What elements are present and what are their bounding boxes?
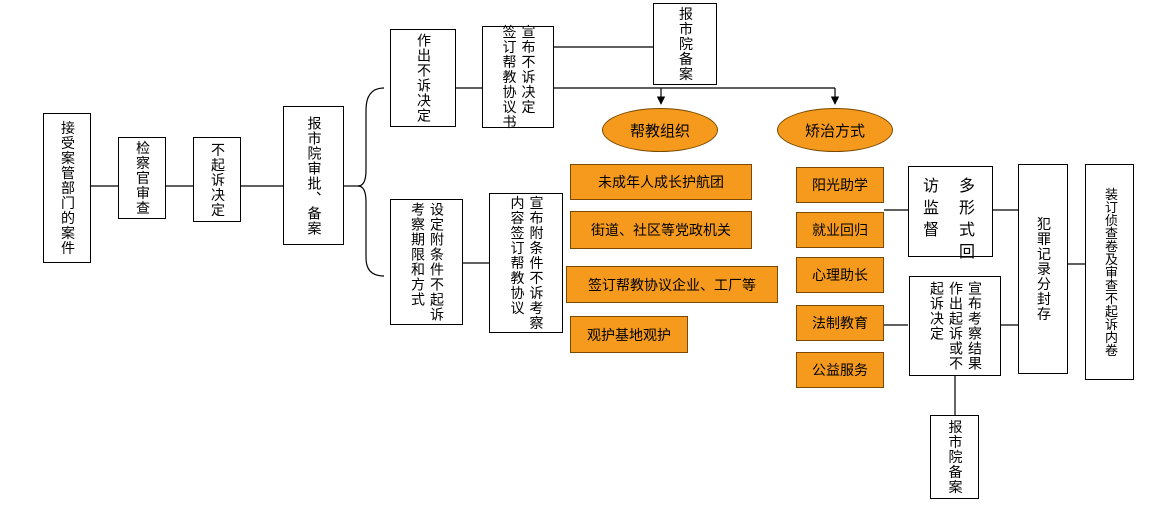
announce-content-box: 宣布附条件不诉考察 内容签订帮教协议 [489, 193, 563, 333]
receive-case-line-1: 接受案管部门的案件 [59, 120, 75, 256]
decision-no-prosecution-text: 作出不诉决定 [415, 33, 431, 123]
announce-result-line-2: 作出起诉或不 [947, 281, 963, 371]
announce-sign-box: 宣布不诉决定 签订帮教协议书 [482, 25, 554, 130]
supervision-col-1: 访监督 [923, 176, 940, 239]
help-org-item-1: 未成年人成长护航团 [570, 164, 752, 200]
report-city-bottom-line-1: 报市院备案 [946, 419, 963, 495]
prosecutor-review-line-1: 检察官审查 [134, 140, 150, 216]
announce-sign-text: 宣布不诉决定 签订帮教协议书 [501, 25, 536, 130]
criminal-record-text: 犯罪记录分封存 [1035, 217, 1051, 322]
report-city-top-box: 报市院备案 [653, 3, 717, 85]
prosecutor-review-box: 检察官审查 [118, 137, 166, 219]
bind-files-box: 装订侦查卷及审查不起诉内卷 [1085, 164, 1134, 380]
announce-sign-line-1: 宣布不诉决定 [519, 24, 536, 115]
help-org-item-4: 观护基地观护 [570, 316, 688, 353]
prosecutor-review-text: 检察官审查 [134, 141, 150, 216]
city-approval-box: 报市院审批、备案 [283, 106, 344, 245]
bind-files-text: 装订侦查卷及审查不起诉内卷 [1102, 188, 1117, 357]
decision-no-prosecution-box: 作出不诉决定 [390, 29, 456, 127]
conditional-period-box: 设定附条件不起诉 考察期限和方式 [390, 199, 463, 325]
announce-content-line-2: 内容签订帮教协议 [508, 195, 525, 316]
correction-item-2: 就业回归 [796, 212, 884, 248]
correction-item-5: 公益服务 [796, 352, 884, 388]
conditional-period-line-1: 设定附条件不起诉 [428, 202, 444, 322]
correction-item-4: 法制教育 [796, 305, 884, 341]
supervision-col-2: 多形式回 [959, 176, 976, 261]
correction-oval: 矫治方式 [777, 108, 893, 152]
announce-sign-line-2: 签订帮教协议书 [500, 24, 517, 130]
city-approval-line-1: 报市院审批、备案 [305, 115, 322, 236]
help-org-oval: 帮教组织 [602, 108, 718, 152]
report-city-bottom-text: 报市院备案 [947, 420, 963, 495]
no-prosecution-text: 不起诉决定 [209, 142, 225, 217]
receive-case-box: 接受案管部门的案件 [43, 113, 91, 263]
no-prosecution-line-1: 不起诉决定 [209, 142, 225, 217]
help-org-item-2: 街道、社区等党政机关 [570, 211, 752, 249]
report-city-bottom-box: 报市院备案 [930, 415, 979, 499]
report-city-top-text: 报市院备案 [677, 7, 693, 82]
correction-item-1: 阳光助学 [796, 167, 884, 203]
announce-result-line-1: 宣布考察结果 [966, 281, 982, 371]
announce-content-line-1: 宣布附条件不诉考察 [527, 195, 544, 331]
criminal-record-box: 犯罪记录分封存 [1018, 164, 1068, 374]
no-prosecution-box: 不起诉决定 [193, 137, 241, 222]
correction-item-3: 心理助长 [796, 257, 884, 293]
city-approval-text: 报市院审批、备案 [306, 116, 322, 236]
decision-no-prosecution-line-1: 作出不诉决定 [415, 33, 431, 123]
help-org-item-3: 签订帮教协议企业、工厂等 [566, 266, 778, 303]
criminal-record-line-1: 犯罪记录分封存 [1035, 216, 1051, 322]
receive-case-text: 接受案管部门的案件 [59, 121, 75, 256]
announce-content-text: 宣布附条件不诉考察 内容签订帮教协议 [509, 196, 544, 331]
conditional-period-line-2: 考察期限和方式 [409, 202, 425, 307]
announce-result-text: 宣布考察结果 作出起诉或不 起诉决定 [928, 281, 982, 371]
announce-result-box: 宣布考察结果 作出起诉或不 起诉决定 [909, 276, 1001, 376]
conditional-period-text: 设定附条件不起诉 考察期限和方式 [409, 202, 444, 322]
supervision-box: 访监督 多形式回 [908, 166, 993, 261]
announce-result-line-3: 起诉决定 [928, 281, 944, 341]
bind-files-line-1: 装订侦查卷及审查不起诉内卷 [1102, 187, 1117, 357]
report-city-top-line-1: 报市院备案 [677, 6, 693, 82]
